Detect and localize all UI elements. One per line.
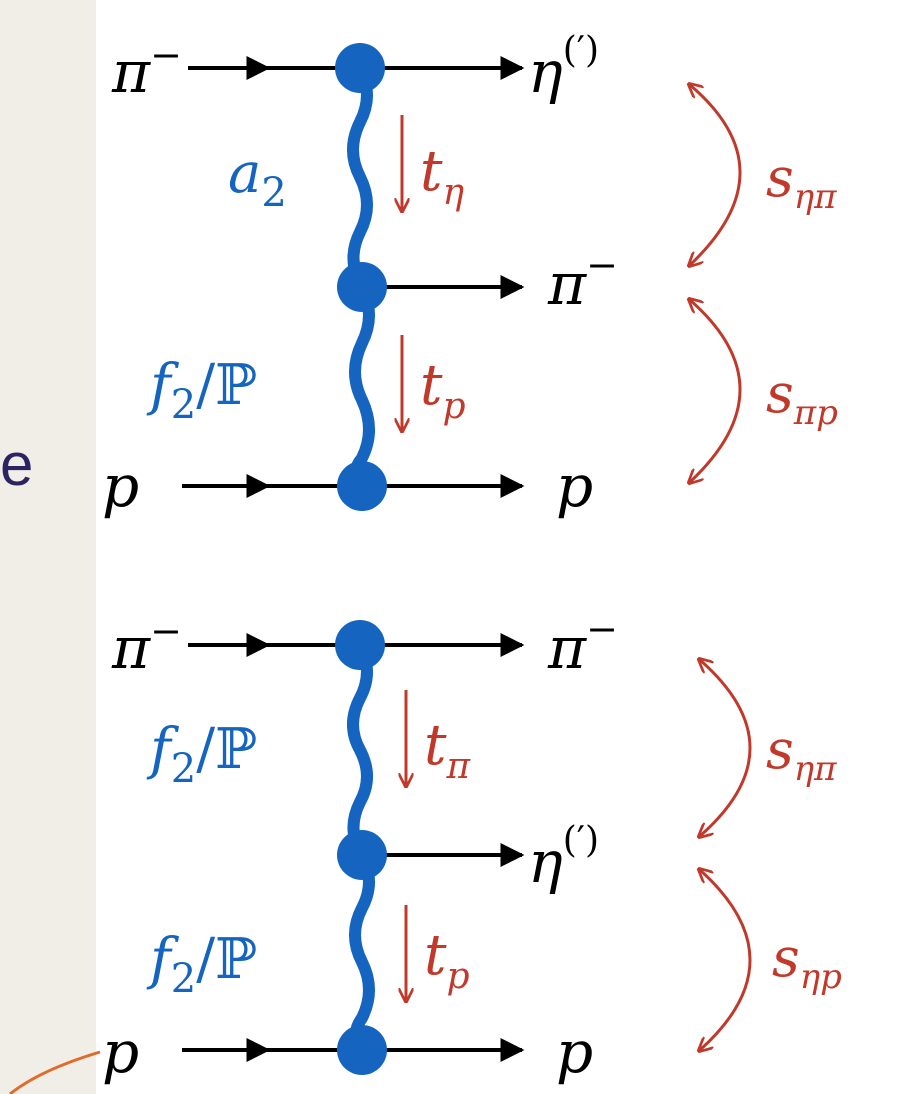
label-s-lower: sπp [766, 362, 838, 433]
vertex-top [335, 620, 385, 670]
label-outgoing-middle: η(′) [528, 820, 599, 896]
s-arc-upper [690, 85, 742, 265]
label-t-upper: tπ [424, 713, 472, 787]
label-exchange-upper: a2 [228, 141, 287, 216]
exchange-propagator-lower [349, 281, 375, 492]
slide-decoration-curve [9, 1050, 101, 1094]
exchange-propagator-lower [349, 849, 375, 1056]
label-incoming-top: π− [111, 609, 182, 682]
exchange-propagator-upper [347, 639, 373, 861]
vertex-top [335, 43, 385, 93]
label-t-lower: tp [424, 923, 470, 997]
label-outgoing-bottom: p [556, 452, 593, 520]
vertex-middle [337, 830, 387, 880]
label-exchange-lower: f2/ℙ [146, 927, 257, 1002]
label-s-upper: sηπ [766, 718, 837, 789]
vertex-bottom [337, 1025, 387, 1075]
s-arc-lower [700, 870, 752, 1050]
cutoff-slide-text: e [0, 431, 34, 498]
slide-background [0, 0, 96, 1094]
label-s-upper: sηπ [766, 146, 837, 217]
external-lines-bottom [182, 633, 525, 1062]
label-incoming-bottom: p [102, 452, 139, 520]
label-incoming-top: π− [111, 33, 182, 106]
exchange-propagator-upper [347, 62, 373, 293]
label-outgoing-top: π− [547, 607, 618, 682]
diagram-top: π− η(′) a2 tη π− f2/ℙ tp p p sηπ sπp [102, 30, 838, 520]
vertex-bottom [337, 461, 387, 511]
label-s-lower: sηp [772, 926, 842, 997]
label-exchange-upper: f2/ℙ [146, 717, 257, 792]
diagram-bottom: π− π− f2/ℙ tπ η(′) f2/ℙ tp p p sηπ sηp [102, 607, 842, 1086]
label-t-upper: tη [420, 139, 465, 213]
external-lines-top [182, 56, 525, 498]
s-arc-upper [700, 660, 752, 836]
label-exchange-lower: f2/ℙ [146, 353, 257, 428]
label-outgoing-top: η(′) [528, 30, 599, 106]
vertex-middle [337, 262, 387, 312]
label-t-lower: tp [420, 353, 466, 427]
label-outgoing-middle: π− [547, 243, 618, 318]
s-arc-lower [690, 300, 742, 482]
label-incoming-bottom: p [102, 1018, 139, 1086]
diagram-panel [96, 0, 910, 1094]
label-outgoing-bottom: p [556, 1018, 593, 1086]
